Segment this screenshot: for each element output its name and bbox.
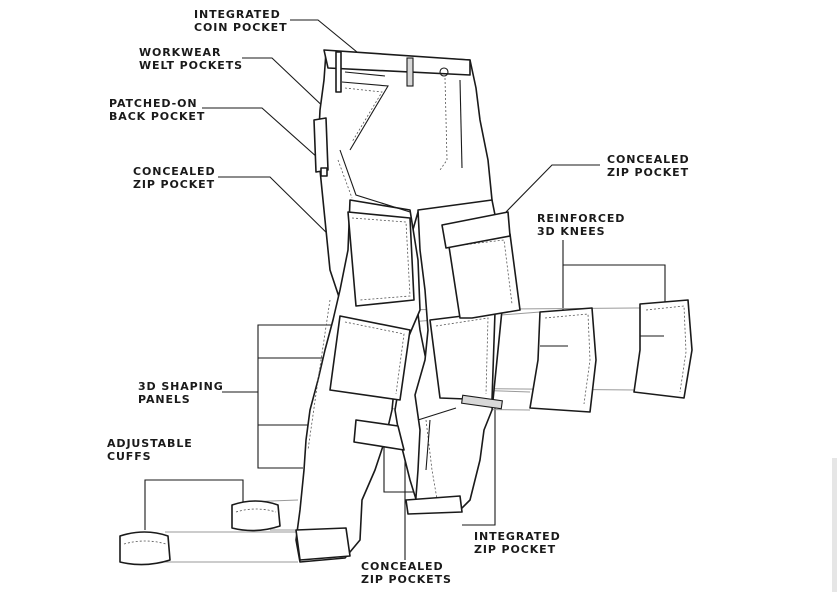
label-integrated-zip: INTEGRATED ZIP POCKET xyxy=(474,530,561,556)
label-adjustable-cuffs: ADJUSTABLE CUFFS xyxy=(107,437,193,463)
exploded-knees xyxy=(529,299,693,413)
leader-concealed-zip-left xyxy=(218,176,339,245)
edge-strip xyxy=(832,458,837,592)
label-welt-pockets: WORKWEAR WELT POCKETS xyxy=(139,46,243,72)
leader-adjustable-cuffs xyxy=(144,479,244,530)
label-coin-pocket: INTEGRATED COIN POCKET xyxy=(194,8,288,34)
leader-back-pocket xyxy=(202,107,319,159)
leader-lines xyxy=(144,19,666,560)
label-back-pocket: PATCHED-ON BACK POCKET xyxy=(109,97,206,123)
label-reinforced-knees: REINFORCED 3D KNEES xyxy=(537,212,626,238)
leader-concealed-zip-right xyxy=(505,164,600,213)
exploded-cuffs xyxy=(119,500,281,566)
label-concealed-zip-pockets: CONCEALED ZIP POCKETS xyxy=(361,560,452,586)
leader-shaping-panels xyxy=(257,324,333,469)
label-concealed-zip-right: CONCEALED ZIP POCKET xyxy=(607,153,690,179)
leader-integrated-zip xyxy=(462,405,496,526)
leader-reinforced-knees xyxy=(562,240,666,302)
label-shaping-panels: 3D SHAPING PANELS xyxy=(138,380,224,406)
pants-body xyxy=(295,49,521,563)
label-concealed-zip-left: CONCEALED ZIP POCKET xyxy=(133,165,216,191)
